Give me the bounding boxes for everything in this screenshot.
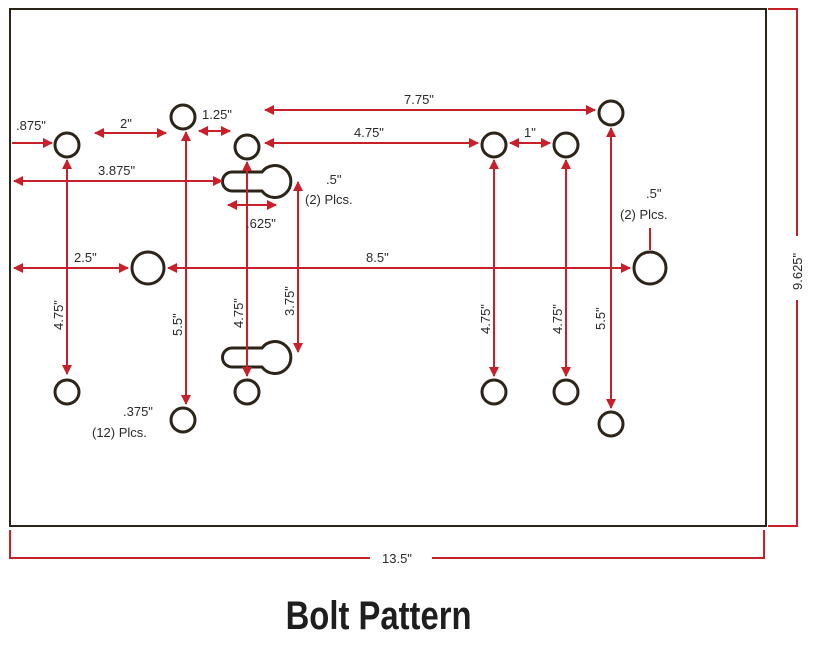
dim-label-8-5: 8.5" bbox=[366, 250, 389, 265]
hole bbox=[597, 410, 625, 438]
dimension-lines bbox=[12, 105, 651, 409]
dim-label-875: .875" bbox=[16, 118, 46, 133]
hole bbox=[233, 133, 261, 161]
dim-label-v-3-75: 3.75" bbox=[282, 286, 297, 316]
dim-label-half-a: .5" bbox=[326, 172, 342, 187]
dim-label-1-25: 1.25" bbox=[202, 107, 232, 122]
hole bbox=[233, 378, 261, 406]
hole bbox=[552, 378, 580, 406]
dim-label-2-5: 2.5" bbox=[74, 250, 97, 265]
dim-label-2: 2" bbox=[120, 116, 132, 131]
keyhole-slot bbox=[221, 340, 293, 375]
dim-label-v-5-5-b: 5.5" bbox=[593, 307, 608, 330]
hole bbox=[130, 250, 166, 286]
dim-label-12-plcs: (12) Plcs. bbox=[92, 425, 147, 440]
dim-label-4-75-top: 4.75" bbox=[354, 125, 384, 140]
holes bbox=[53, 99, 668, 438]
dim-label-625: .625" bbox=[246, 216, 276, 231]
hole bbox=[632, 250, 668, 286]
hole bbox=[480, 131, 508, 159]
overall-height-label: 9.625" bbox=[790, 252, 805, 290]
hole bbox=[169, 406, 197, 434]
hole bbox=[552, 131, 580, 159]
keyhole-slots bbox=[221, 164, 293, 375]
dim-label-v-4-75-c: 4.75" bbox=[478, 304, 493, 334]
hole bbox=[53, 131, 81, 159]
dim-label-2-plcs-a: (2) Plcs. bbox=[305, 192, 353, 207]
plate-outline bbox=[9, 8, 767, 527]
dim-label-375: .375" bbox=[123, 404, 153, 419]
hole bbox=[480, 378, 508, 406]
dim-label-v-5-5-a: 5.5" bbox=[170, 313, 185, 336]
dim-label-3-875: 3.875" bbox=[98, 163, 136, 178]
dim-label-half-b: .5" bbox=[646, 186, 662, 201]
keyhole-slot bbox=[221, 164, 293, 199]
overall-height-dimension bbox=[768, 8, 798, 527]
hole bbox=[53, 378, 81, 406]
dim-label-2-plcs-b: (2) Plcs. bbox=[620, 207, 668, 222]
overall-width-dimension bbox=[9, 530, 765, 559]
overall-width-label: 13.5" bbox=[382, 551, 412, 566]
dim-label-7-75: 7.75" bbox=[404, 92, 434, 107]
hole bbox=[597, 99, 625, 127]
dim-label-v-4-75-d: 4.75" bbox=[550, 304, 565, 334]
dim-label-v-4-75-a: 4.75" bbox=[51, 300, 66, 330]
diagram-title: Bolt Pattern bbox=[285, 594, 472, 638]
hole bbox=[169, 103, 197, 131]
dim-label-1: 1" bbox=[524, 125, 536, 140]
dim-label-v-4-75-b: 4.75" bbox=[231, 298, 246, 328]
